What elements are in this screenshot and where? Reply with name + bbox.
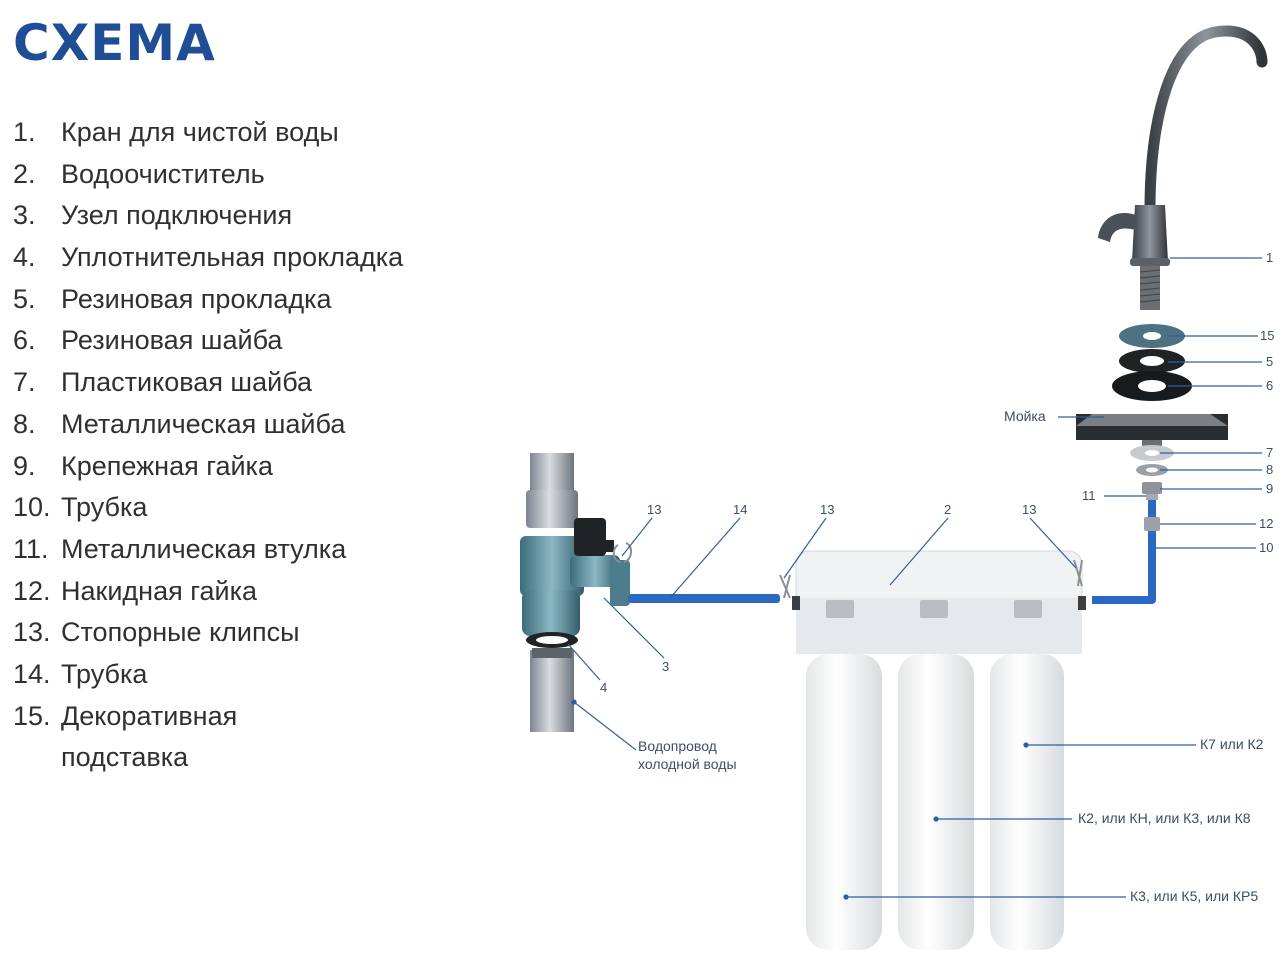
inlet-tube xyxy=(628,594,780,603)
fixing-nut xyxy=(1142,482,1162,494)
legend-item: 6.Резиновая шайба xyxy=(13,325,283,356)
callout-1: 1 xyxy=(1266,250,1273,265)
diagram-title: СХЕМА xyxy=(13,14,216,72)
sink-slab xyxy=(1076,414,1228,448)
callout-cartridge-2: К2, или КН, или К3, или К8 xyxy=(1078,810,1251,826)
metal-washer xyxy=(1136,464,1168,476)
water-supply-pipe xyxy=(526,453,578,732)
legend-item: 4.Уплотнительная прокладка xyxy=(13,242,404,273)
callout-13: 13 xyxy=(647,502,661,517)
leader-lines xyxy=(567,257,1262,900)
legend-item: 11.Металлическая втулка xyxy=(13,533,347,564)
callout-8: 8 xyxy=(1266,462,1273,477)
callout-2: 2 xyxy=(944,502,951,517)
legend-item: 8.Металлическая шайба xyxy=(13,408,346,439)
callout-11: 11 xyxy=(1082,488,1096,503)
callout-3: 3 xyxy=(662,659,669,674)
callout-6: 6 xyxy=(1266,378,1273,393)
plastic-washer xyxy=(1130,445,1174,461)
legend-item: 3.Узел подключения xyxy=(13,200,293,231)
metal-sleeve xyxy=(1146,494,1158,500)
parts-legend: 1.Кран для чистой воды 2.Водоочиститель … xyxy=(13,112,404,773)
callout-14: 14 xyxy=(733,502,747,517)
outlet-tube xyxy=(1092,500,1160,604)
legend-item: 2.Водоочиститель xyxy=(13,158,265,189)
callout-13: 13 xyxy=(1022,502,1036,517)
legend-item: 14.Трубка xyxy=(13,658,148,689)
legend-item: 1.Кран для чистой воды xyxy=(13,117,339,147)
callout-7: 7 xyxy=(1266,445,1273,460)
stopper-clip xyxy=(612,542,632,563)
legend-item: 7.Пластиковая шайба xyxy=(13,367,313,398)
stopper-clip xyxy=(1073,559,1083,587)
legend-item: 10.Трубка xyxy=(13,492,148,523)
decorative-stand xyxy=(1119,324,1185,348)
callout-12: 12 xyxy=(1259,516,1273,531)
callout-9: 9 xyxy=(1266,481,1273,496)
callout-cartridge-1: К7 или К2 xyxy=(1200,736,1264,752)
sealing-gasket xyxy=(526,632,578,648)
callout-water-supply-2: холодной воды xyxy=(638,756,737,772)
legend-item: 12.Накидная гайка xyxy=(13,575,257,606)
callout-cartridge-3: К3, или К5, или КР5 xyxy=(1130,888,1258,904)
rubber-gasket xyxy=(1119,349,1185,373)
rubber-washer xyxy=(1112,371,1192,401)
callout-water-supply: Водопровод xyxy=(638,738,717,754)
callout-5: 5 xyxy=(1266,354,1273,369)
stopper-clip xyxy=(779,574,791,599)
legend-item: 5.Резиновая прокладка xyxy=(13,283,332,314)
connection-node xyxy=(520,518,630,636)
water-purifier xyxy=(792,550,1086,950)
legend-item: 13.Стопорные клипсы xyxy=(13,617,300,648)
callout-10: 10 xyxy=(1259,540,1273,555)
callout-sink: Мойка xyxy=(1004,408,1046,424)
legend-item: 9.Крепежная гайка xyxy=(13,450,273,481)
faucet xyxy=(1098,25,1268,310)
callout-4: 4 xyxy=(600,680,607,695)
callout-15: 15 xyxy=(1260,328,1274,343)
callout-13: 13 xyxy=(820,502,834,517)
